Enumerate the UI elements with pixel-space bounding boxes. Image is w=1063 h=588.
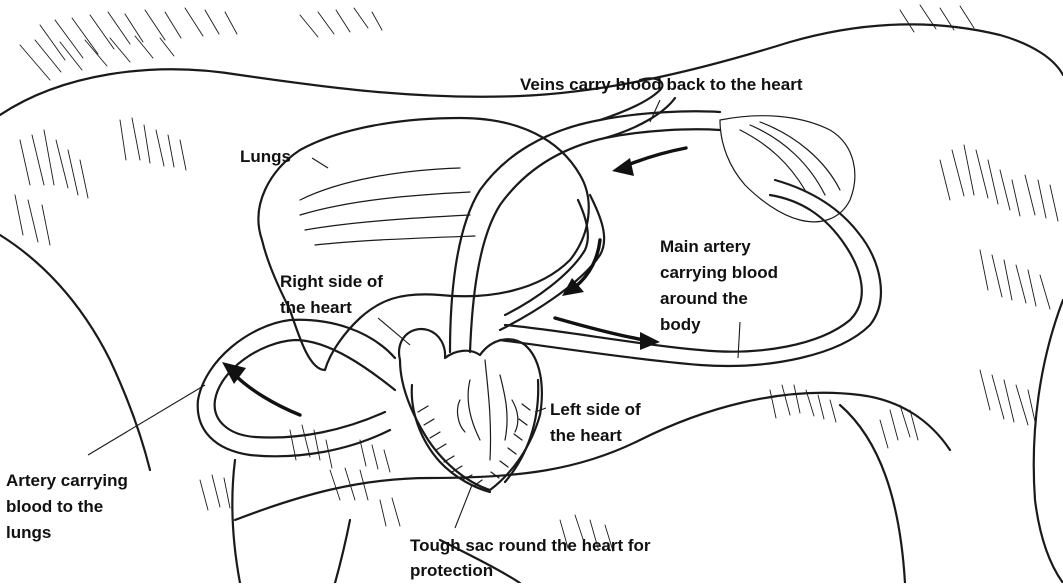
label-veins: Veins carry blood back to the heart xyxy=(520,75,803,94)
label-main-artery-line4: body xyxy=(660,315,701,334)
arrow-to-body-head xyxy=(640,332,660,350)
animal-body-outline xyxy=(0,24,1063,583)
label-artery-lungs-line1: Artery carrying xyxy=(6,471,128,490)
leader-lungs xyxy=(312,158,328,168)
label-artery-lungs-line3: lungs xyxy=(6,523,51,542)
leader-artery-lungs xyxy=(88,385,205,455)
arrow-vein-top xyxy=(625,148,686,166)
label-main-artery-line3: around the xyxy=(660,289,748,308)
label-main-artery-line2: carrying blood xyxy=(660,263,778,282)
label-sac-line2: protection xyxy=(410,561,493,580)
label-right-side-line2: the heart xyxy=(280,298,352,317)
label-left-side-line2: the heart xyxy=(550,426,622,445)
leader-lines xyxy=(88,100,740,528)
label-main-artery-line1: Main artery xyxy=(660,237,751,256)
labels: Veins carry blood back to the heart Lung… xyxy=(6,75,803,580)
label-right-side-line1: Right side of xyxy=(280,272,383,291)
label-lungs: Lungs xyxy=(240,147,291,166)
leader-veins xyxy=(650,100,660,122)
label-sac-line1: Tough sac round the heart for xyxy=(410,536,651,555)
label-artery-lungs-line2: blood to the xyxy=(6,497,103,516)
arrow-vein-top-head xyxy=(612,158,634,176)
label-left-side-line1: Left side of xyxy=(550,400,641,419)
leader-sac xyxy=(455,485,472,528)
leader-right-side xyxy=(378,318,410,345)
heart-drawing xyxy=(399,329,542,492)
arrow-to-lungs xyxy=(235,375,300,415)
